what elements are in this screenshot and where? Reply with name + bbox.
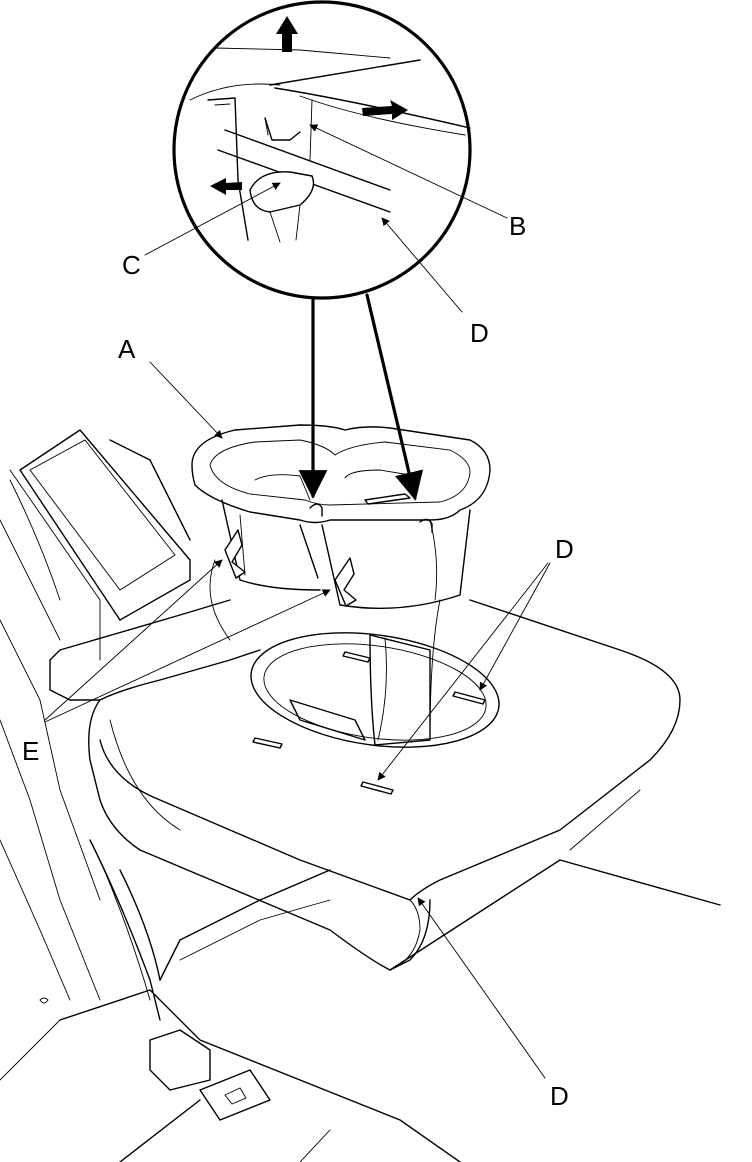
console-background xyxy=(0,429,461,1162)
callout-e-label: E xyxy=(22,736,39,766)
tray-cup-recess xyxy=(250,632,500,795)
callout-leaders xyxy=(44,124,551,1079)
callout-c-label: C xyxy=(122,250,141,280)
detail-connector-arrows xyxy=(298,293,424,501)
detail-magnifier xyxy=(172,0,472,300)
callout-d-bottom-label: D xyxy=(550,1081,569,1111)
callout-d-tray-label: D xyxy=(555,534,574,564)
callout-a-label: A xyxy=(118,334,136,364)
console-armrest xyxy=(49,599,721,971)
callout-b-label: B xyxy=(509,211,526,241)
lift-up-arrow xyxy=(276,16,298,52)
cup-holder-assembly xyxy=(191,424,491,741)
callout-d-detail-label: D xyxy=(470,318,489,348)
